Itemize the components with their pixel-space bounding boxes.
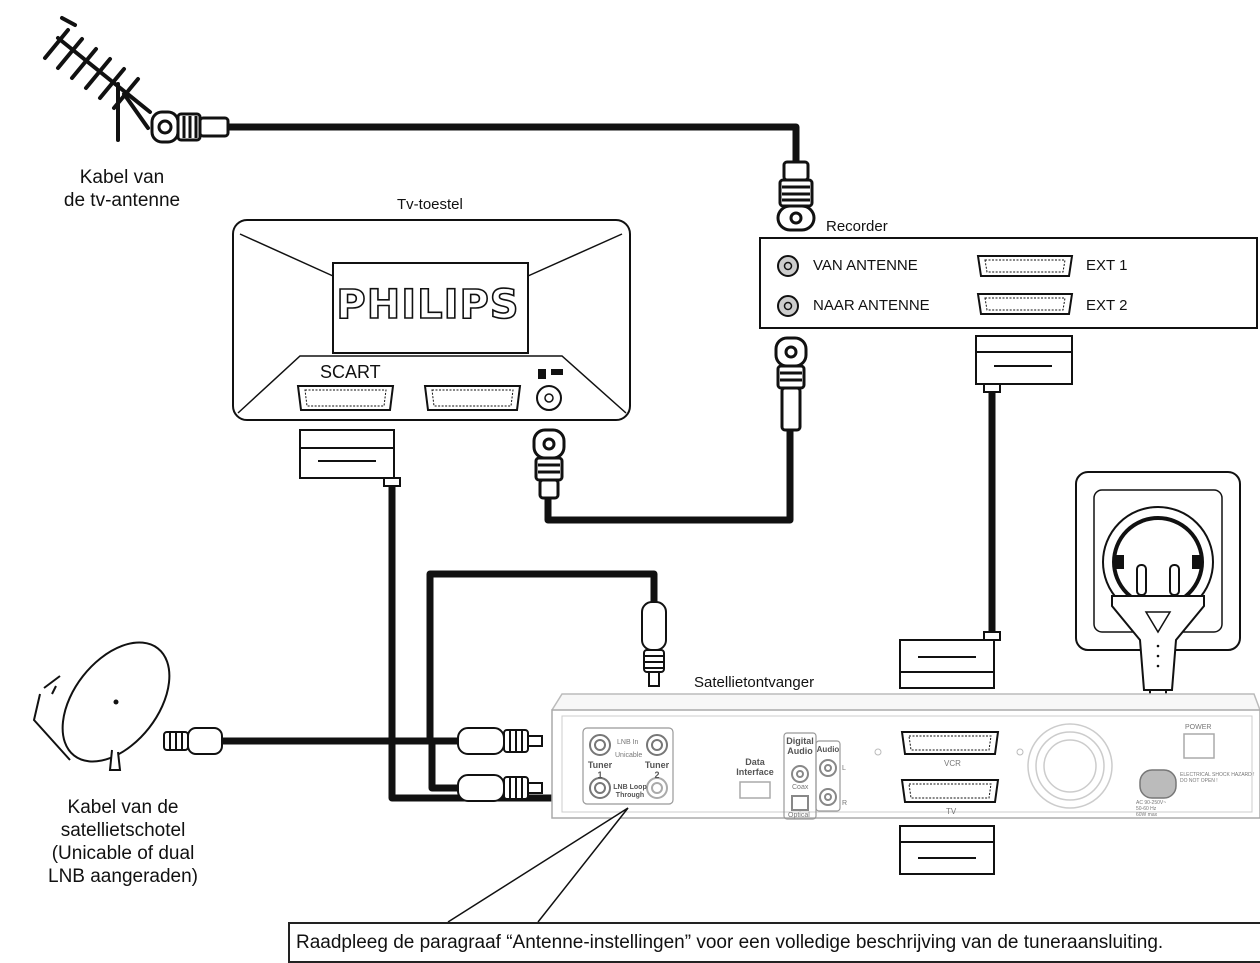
- panel-tuner2: Tuner 2: [643, 760, 671, 780]
- receiver-loop-f-plug: [457, 774, 543, 802]
- recorder-ext2-connector: [976, 293, 1074, 315]
- panel-unicable: Unicable: [615, 752, 643, 759]
- tv-scart-connector-2: [423, 385, 522, 411]
- panel-interface-label: Interface: [736, 767, 774, 777]
- panel-tuner1-label: Tuner: [587, 760, 613, 770]
- tv-title: Tv-toestel: [397, 196, 463, 213]
- tv-logo-panel: [332, 262, 529, 354]
- tv-antenna-plug: [532, 428, 566, 500]
- panel-ac-line2: 50-60 Hz: [1136, 806, 1157, 812]
- tuner1-socket: [589, 734, 611, 756]
- audio-l-socket: [819, 759, 837, 777]
- panel-optical: Optical: [788, 812, 810, 819]
- panel-warning-line1: ELECTRICAL SHOCK HAZARD !: [1180, 772, 1255, 778]
- receiver-vcr-scart: [900, 731, 1000, 755]
- tv-scart-label: SCART: [320, 362, 381, 382]
- tuner2-loop-socket: [646, 777, 668, 799]
- optical-audio-socket: [791, 795, 809, 811]
- panel-tuner2-label: Tuner: [644, 760, 670, 770]
- note-callout-pointer: [447, 807, 629, 923]
- satellite-receiver: [551, 693, 1260, 820]
- satellite-dish-icon: [32, 641, 171, 771]
- panel-data-interface: Data Interface: [732, 757, 778, 777]
- panel-audio: Audio: [816, 745, 840, 754]
- tv-scart-plug: [299, 429, 401, 487]
- recorder-ext1-label: EXT 1: [1086, 257, 1128, 274]
- dish-cable-label-line1: Kabel van de: [67, 797, 179, 818]
- antenna-cable-label-line2: de tv-antenne: [63, 190, 181, 211]
- antenna-cable-label-line1: Kabel van: [79, 167, 165, 188]
- tv-brand-logo: PHILIPS: [336, 281, 520, 329]
- panel-vcr: VCR: [944, 759, 961, 768]
- tv-set: [232, 219, 631, 421]
- tuner2-socket: [646, 734, 668, 756]
- power-switch: [1183, 733, 1215, 759]
- receiver-title: Satellietontvanger: [694, 674, 815, 691]
- cable-recorder-to-tv: [544, 430, 794, 524]
- tv-antenna-icon: [43, 16, 152, 142]
- panel-warning: ELECTRICAL SHOCK HAZARD ! DO NOT OPEN !: [1180, 772, 1255, 784]
- panel-digital-audio-label: Audio: [787, 746, 813, 756]
- tuner-connection-note: Raadpleeg de paragraaf “Antenne-instelli…: [288, 922, 1260, 963]
- recorder-in-plug: [776, 160, 816, 232]
- recorder-title: Recorder: [826, 218, 888, 235]
- panel-tv: TV: [946, 807, 957, 816]
- recorder-ext1-connector: [976, 255, 1074, 277]
- panel-lnb-through-label: Through: [615, 792, 645, 799]
- panel-audio-l: L: [842, 765, 846, 772]
- panel-power: POWER: [1185, 724, 1212, 731]
- audio-r-socket: [819, 788, 837, 806]
- receiver-tv-scart: [900, 779, 1000, 803]
- mains-inlet: [1139, 769, 1177, 799]
- panel-digital-label: Digital: [786, 736, 814, 746]
- recorder: [759, 160, 1258, 432]
- dish-cable-label: Kabel van de satellietschotel (Unicable …: [28, 796, 218, 888]
- fan-grille: [1027, 723, 1113, 809]
- panel-ac-rating: AC 90-250V~ 50-60 Hz 60W max: [1136, 800, 1166, 818]
- panel-audio-r: R: [842, 800, 848, 807]
- recorder-from-antenna-socket: [777, 255, 799, 277]
- receiver-tv-scart-plug: [899, 825, 995, 875]
- panel-tuner1: Tuner 1: [586, 760, 614, 780]
- panel-digital-audio: Digital Audio: [784, 736, 816, 756]
- cable-loop-bottom: [428, 744, 458, 792]
- data-interface-port: [739, 781, 771, 799]
- tv-scart-connector: [296, 385, 395, 411]
- antenna-cable-label: Kabel van de tv-antenne: [42, 166, 202, 212]
- antenna-coax-plug: [150, 110, 230, 144]
- receiver-tuner1-f-plug: [457, 727, 543, 755]
- panel-data-label: Data: [745, 757, 765, 767]
- cable-antenna-to-recorder: [228, 123, 800, 162]
- recorder-out-plug: [774, 336, 808, 432]
- receiver-vcr-scart-plug: [899, 631, 1001, 689]
- panel-lnb-in: LNB In: [617, 739, 639, 746]
- lnb-loop-socket: [589, 777, 611, 799]
- coax-audio-socket: [791, 765, 809, 783]
- panel-tuner1-num: 1: [597, 770, 603, 780]
- panel-lnb-loop-label: LNB Loop: [613, 784, 647, 791]
- tv-antenna-socket-icon: [536, 369, 563, 411]
- recorder-to-antenna-label: NAAR ANTENNE: [813, 297, 930, 314]
- panel-tuner2-num: 2: [654, 770, 660, 780]
- cables: [220, 123, 1163, 802]
- recorder-from-antenna-label: VAN ANTENNE: [813, 257, 918, 274]
- panel-ac-line3: 60W max: [1136, 812, 1158, 818]
- dish-f-connector: [163, 727, 223, 755]
- dish-cable-label-line2: satellietschotel: [60, 820, 186, 841]
- panel-ac-line1: AC 90-250V~: [1136, 800, 1167, 806]
- recorder-to-antenna-socket: [777, 295, 799, 317]
- dish-cable-label-line3: (Unicable of dual: [51, 843, 195, 864]
- receiver-top-f-plug: [641, 601, 667, 687]
- panel-warning-line2: DO NOT OPEN !: [1180, 778, 1218, 784]
- recorder-ext2-label: EXT 2: [1086, 297, 1128, 314]
- dish-cable-label-line4: LNB aangeraden): [48, 866, 198, 887]
- panel-lnb-loop: LNB Loop Through: [612, 784, 648, 800]
- panel-coax: Coax: [792, 784, 809, 791]
- recorder-scart-plug: [975, 335, 1073, 393]
